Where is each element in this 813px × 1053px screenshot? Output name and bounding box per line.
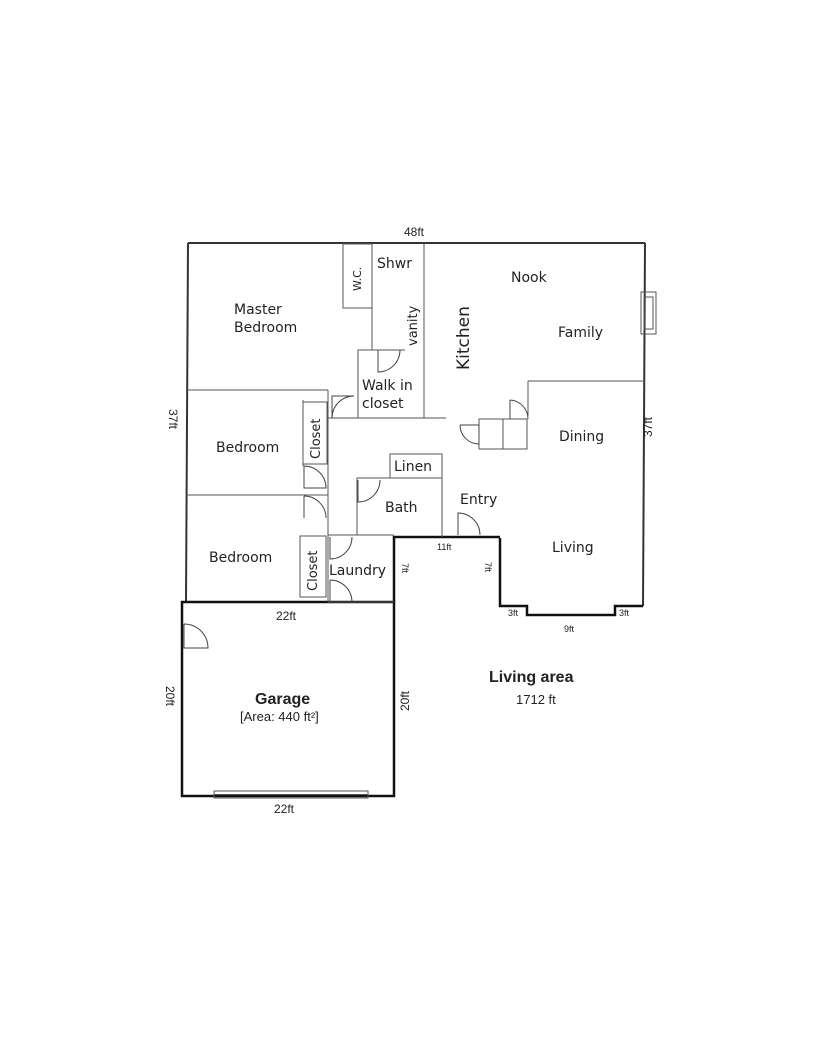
exterior-walls [185, 242, 646, 617]
room-label-bedroom-2: Bedroom [209, 550, 272, 566]
garage-area: [Area: 440 ft²] [240, 709, 319, 724]
garage-title: Garage [255, 691, 310, 708]
dim-left: 37ft [166, 409, 180, 430]
room-label-nook: Nook [511, 270, 548, 286]
dim-garage-top: 22ft [276, 609, 297, 623]
room-label-walkin-2: closet [362, 396, 404, 412]
room-label-entry: Entry [460, 492, 497, 508]
room-label-walkin-1: Walk in [362, 378, 413, 394]
dim-garage-left: 20ft [163, 686, 177, 707]
dim-entry-left: 7ft [400, 563, 410, 574]
dim-entry-right: 7ft [483, 562, 493, 573]
dim-living-left-step: 3ft [508, 608, 519, 618]
room-label-vanity: vanity [406, 305, 421, 346]
room-label-family: Family [558, 325, 603, 341]
room-label-master-2: Bedroom [234, 320, 297, 336]
dim-top: 48ft [404, 225, 425, 239]
room-label-living: Living [552, 540, 594, 556]
room-label-wc: W.C. [351, 267, 364, 291]
dim-garage-bottom: 22ft [274, 802, 295, 816]
room-label-shwr: Shwr [377, 256, 412, 272]
dim-garage-right: 20ft [398, 690, 412, 711]
room-label-bath: Bath [385, 500, 418, 516]
dim-entry-top: 11ft [437, 542, 452, 552]
dim-right: 37ft [641, 416, 655, 437]
living-area-title: Living area [489, 669, 574, 686]
room-label-master-1: Master [234, 302, 282, 318]
dim-living-bottom: 9ft [564, 624, 575, 634]
garage-walls [180, 600, 396, 799]
room-label-closet-2: Closet [306, 550, 321, 591]
room-label-kitchen: Kitchen [454, 306, 474, 370]
room-label-laundry: Laundry [329, 563, 386, 579]
room-label-bedroom-1: Bedroom [216, 440, 279, 456]
dim-living-right-step: 3ft [619, 608, 630, 618]
room-label-closet-1: Closet [309, 418, 324, 459]
door-swings [183, 349, 529, 649]
room-label-dining: Dining [559, 429, 604, 445]
room-label-linen: Linen [394, 459, 432, 475]
living-area-value: 1712 ft [516, 692, 556, 707]
